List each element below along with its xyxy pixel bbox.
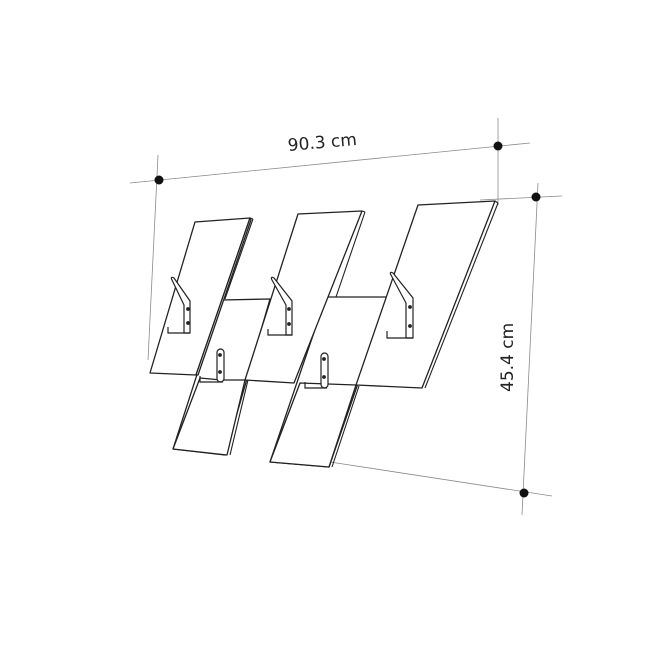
panel-upper-middle [244,210,363,384]
panels [149,200,496,468]
hook-3 [386,271,414,339]
panel-lower-left-front [172,377,246,456]
hooks [167,271,414,389]
panel-upper-right [355,200,496,389]
hook-5 [304,352,329,389]
hook-4 [199,348,225,383]
dimension-dots [154,141,541,498]
panel-lower-right-front [269,382,357,468]
hook-2 [267,276,293,336]
panel-edges [224,200,499,468]
height-dimension-label: 45.4 cm [498,322,518,392]
hook-1 [167,276,191,334]
dimension-lines [129,118,563,516]
